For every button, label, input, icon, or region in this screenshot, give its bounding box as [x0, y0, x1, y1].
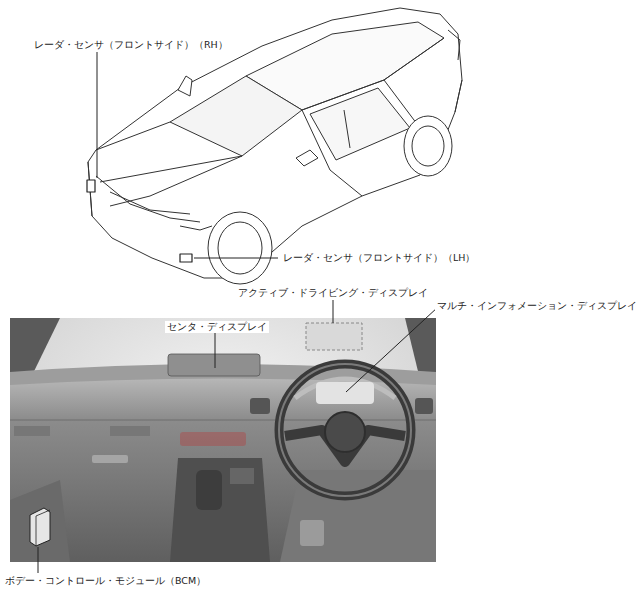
dashboard-drawing — [10, 480, 70, 562]
dashboard-drawing — [306, 323, 362, 350]
dashboard-drawing — [279, 364, 411, 496]
dashboard-drawing — [10, 318, 436, 562]
part-label: センタ・ディスプレイ — [165, 321, 269, 333]
car-drawing — [344, 110, 350, 148]
dashboard-drawing — [36, 510, 50, 546]
leader-lines — [194, 258, 278, 259]
dashboard-drawing — [14, 426, 50, 436]
dashboard-drawing — [196, 470, 222, 510]
dashboard-drawing — [300, 520, 324, 546]
car-drawing — [296, 150, 318, 166]
dashboard-drawing — [230, 468, 254, 484]
car-drawing — [170, 76, 302, 156]
leader-lines — [346, 307, 438, 392]
part-label: レーダ・センサ（フロントサイド）（LH） — [281, 252, 477, 264]
dashboard-drawing — [10, 372, 436, 562]
leader-lines — [215, 333, 216, 368]
dashboard-drawing — [168, 354, 260, 376]
car-drawing — [87, 180, 95, 192]
leader-lines — [38, 547, 39, 573]
car-drawing — [404, 116, 452, 176]
dashboard-drawing — [415, 398, 433, 414]
dashboard-drawing — [250, 398, 270, 414]
dashboard-drawing — [180, 432, 246, 446]
dashboard-drawing — [279, 364, 411, 496]
part-label: マルチ・インフォメーション・ディスプレイ — [435, 300, 639, 312]
leader-lines — [97, 52, 98, 178]
dashboard-drawing — [110, 426, 150, 436]
leader-lines — [333, 300, 334, 323]
car-drawing — [218, 222, 262, 274]
car-drawing — [110, 192, 190, 214]
leader-lines — [38, 52, 438, 573]
part-label: アクティブ・ドライビング・ディスプレイ — [236, 287, 430, 299]
car-drawing — [412, 126, 444, 166]
car-drawing — [88, 162, 200, 222]
part-label: ボデー・コントロール・モジュール（BCM） — [3, 575, 208, 587]
dashboard-drawing — [316, 382, 374, 404]
car-drawing — [180, 226, 212, 230]
car-drawing — [310, 88, 410, 160]
car-drawing — [208, 212, 272, 284]
car-drawing — [178, 76, 192, 96]
dashboard-drawing — [170, 458, 270, 562]
car-drawing — [180, 254, 192, 262]
dashboard-drawing — [10, 420, 436, 421]
part-label: レーダ・センサ（フロントサイド）（RH） — [32, 39, 230, 51]
car-drawing — [448, 30, 462, 112]
dashboard-drawing — [10, 318, 436, 562]
dashboard-drawing — [30, 508, 50, 546]
dashboard-drawing — [325, 412, 365, 452]
dashboard-drawing — [92, 455, 128, 463]
